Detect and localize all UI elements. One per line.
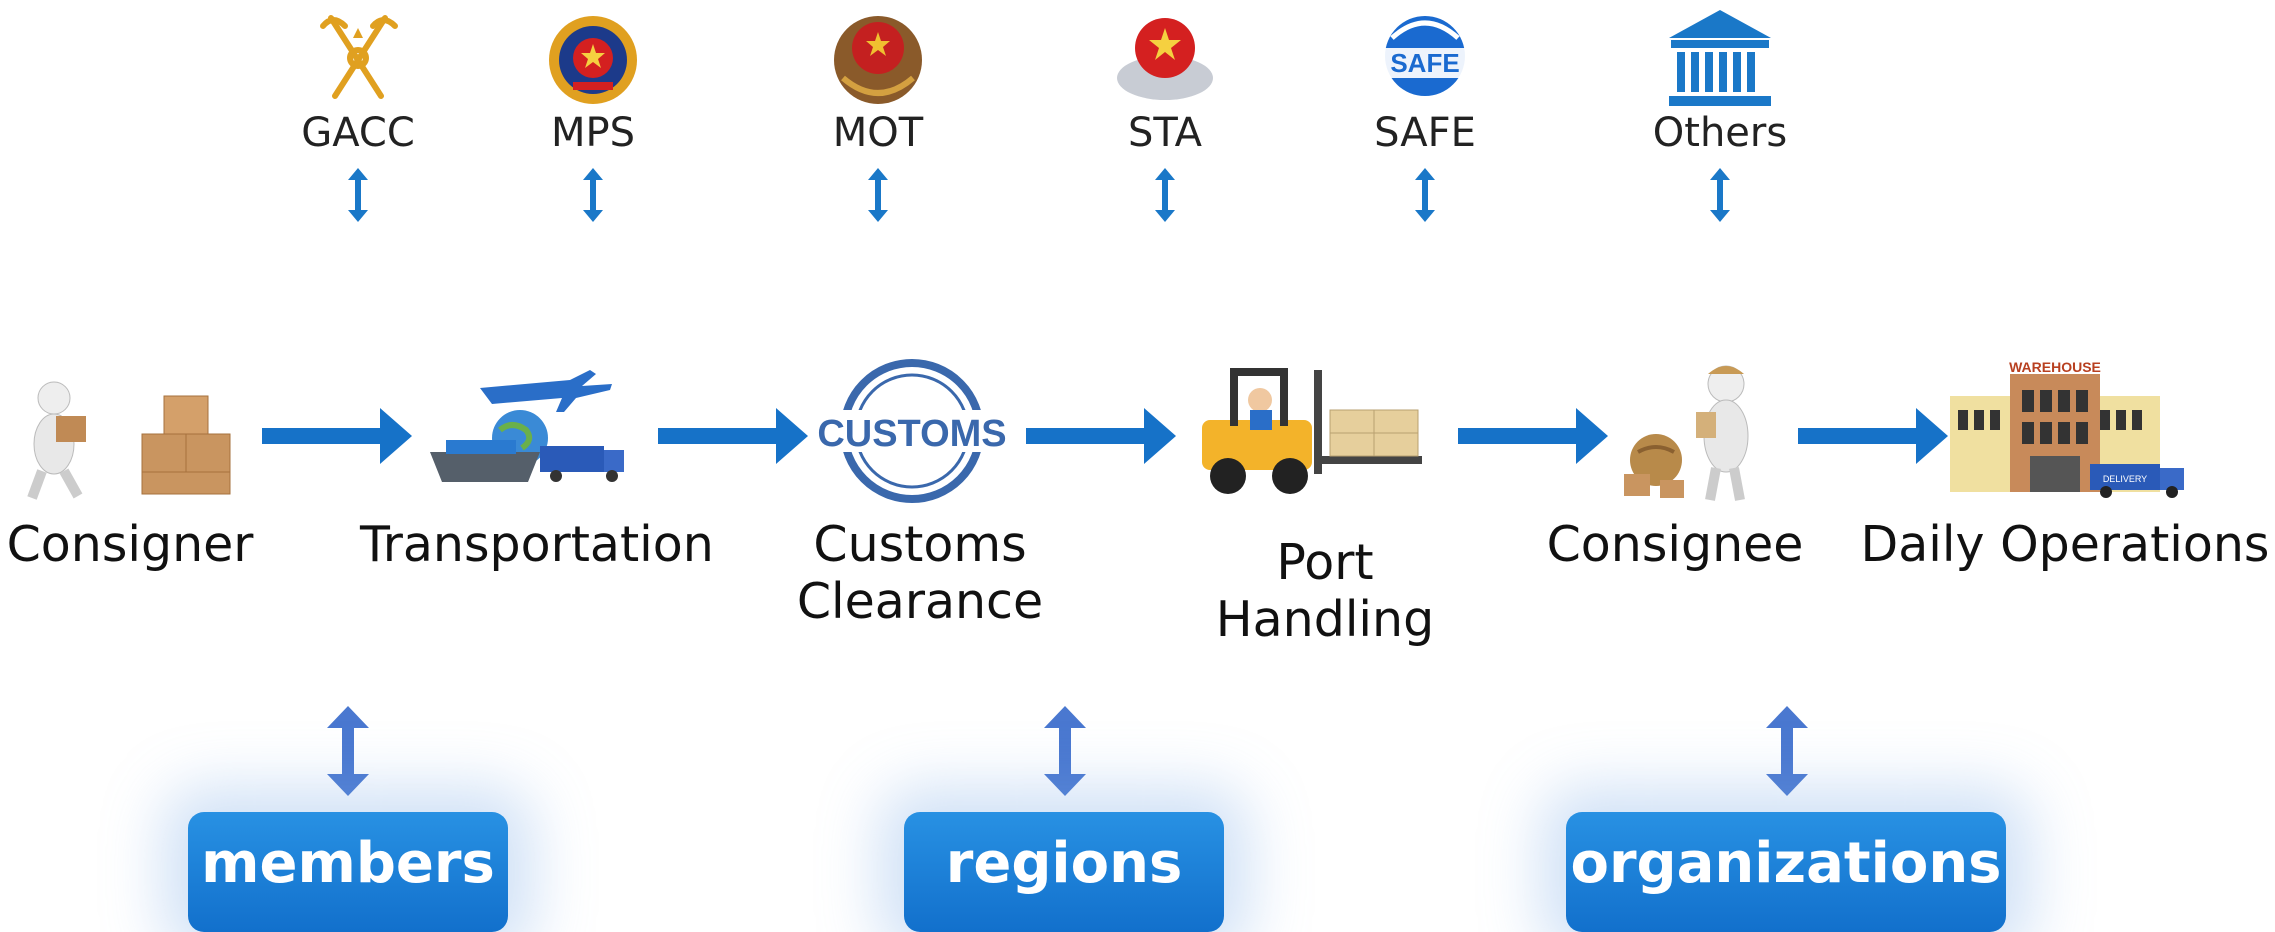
double-arrow-icon xyxy=(348,168,368,222)
forklift-icon xyxy=(1202,368,1422,494)
customs-stamp-icon: CUSTOMS xyxy=(812,359,1012,503)
tax-emblem-icon xyxy=(1117,18,1213,100)
person-with-boxes-icon xyxy=(27,381,231,500)
double-arrow-icon xyxy=(1766,706,1808,796)
double-arrow-icon xyxy=(327,706,369,796)
agency-name: Others xyxy=(1652,110,1788,156)
police-emblem-icon xyxy=(549,16,637,104)
warehouse-icon: WAREHOUSE DELIVERY xyxy=(1950,360,2184,498)
stage-label: Port Handling xyxy=(1215,534,1435,648)
group-members: members xyxy=(188,812,508,932)
stage-label: Customs Clearance xyxy=(796,516,1044,630)
double-arrow-icon xyxy=(868,168,888,222)
agency-name: SAFE xyxy=(1374,110,1476,156)
right-arrow-icon xyxy=(1458,408,1608,464)
right-arrow-icon xyxy=(1026,408,1176,464)
stage-label: Transportation xyxy=(360,516,714,573)
government-building-icon xyxy=(1669,10,1771,106)
agency-name: MPS xyxy=(550,110,636,156)
double-arrow-icon xyxy=(1044,706,1086,796)
agency-name: STA xyxy=(1127,110,1203,156)
stage-label: Daily Operations xyxy=(1860,516,2270,573)
agency-name: GACC xyxy=(301,110,415,156)
stage-label: Consignee xyxy=(1546,516,1804,573)
group-organizations: organizations xyxy=(1566,812,2006,932)
stage-label: Consigner xyxy=(6,516,254,573)
double-arrow-icon xyxy=(583,168,603,222)
svg-text:SAFE: SAFE xyxy=(1390,48,1459,78)
person-with-clipboard-icon xyxy=(1624,365,1749,501)
svg-text:WAREHOUSE: WAREHOUSE xyxy=(2009,360,2101,375)
svg-text:DELIVERY: DELIVERY xyxy=(2103,474,2147,484)
safe-logo-icon: SAFE xyxy=(1378,16,1472,96)
agency-name: MOT xyxy=(832,110,924,156)
ship-plane-truck-icon xyxy=(430,370,624,482)
double-arrow-icon xyxy=(1710,168,1730,222)
right-arrow-icon xyxy=(658,408,808,464)
transport-emblem-icon xyxy=(834,16,922,104)
right-arrow-icon xyxy=(262,408,412,464)
svg-text:CUSTOMS: CUSTOMS xyxy=(817,413,1006,455)
double-arrow-icon xyxy=(1155,168,1175,222)
customs-emblem-icon xyxy=(320,15,398,99)
group-regions: regions xyxy=(904,812,1224,932)
double-arrow-icon xyxy=(1415,168,1435,222)
right-arrow-icon xyxy=(1798,408,1948,464)
